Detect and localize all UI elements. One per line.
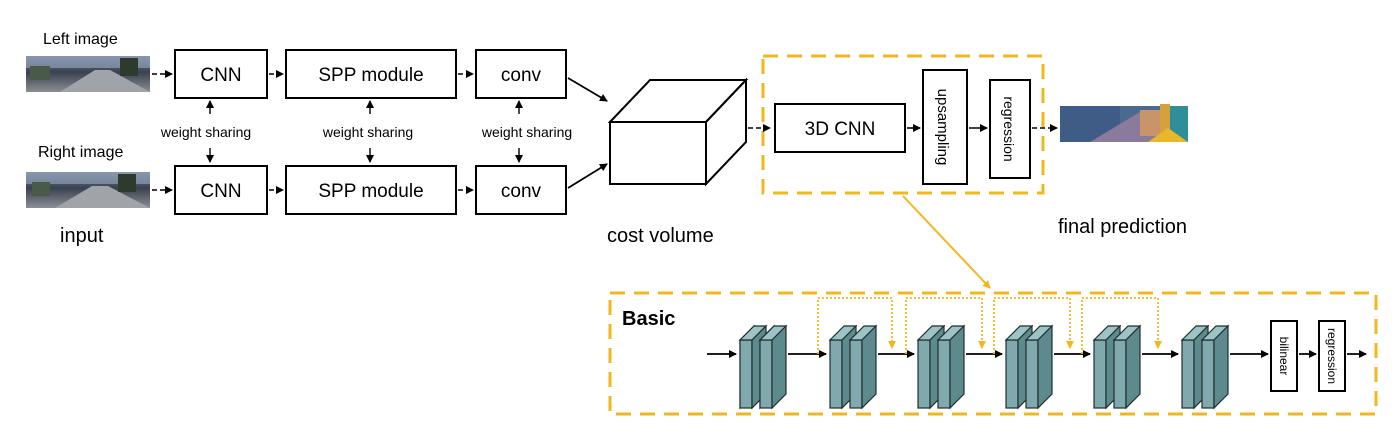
residual-skip-connections — [817, 297, 1162, 354]
cnn-box-bottom — [174, 165, 268, 215]
conv3d-layer-pair-1 — [738, 324, 788, 410]
regression-label: regression — [1001, 96, 1017, 161]
arrow-conv-top-to-cost-volume — [567, 77, 608, 102]
cost-volume-label: cost volume — [607, 225, 714, 247]
final-prediction-thumbnail — [1060, 104, 1188, 142]
bilinear-label: bilinear — [1277, 337, 1291, 376]
conv-box-top — [475, 49, 567, 99]
arrow-conv-bottom-to-cost-volume — [567, 163, 608, 189]
weight-sharing-label-conv: weight sharing — [481, 124, 572, 140]
cnn-label-bottom: CNN — [200, 181, 241, 202]
cnn-box-top — [174, 49, 268, 99]
basic-regression-box — [1318, 320, 1346, 392]
right-image-thumbnail — [26, 172, 150, 208]
basic-architecture-region — [608, 291, 1378, 416]
bilinear-box — [1270, 320, 1298, 392]
conv3d-layer-pair-4 — [1004, 324, 1054, 410]
basic-label: Basic — [622, 308, 675, 330]
left-image-label: Left image — [43, 31, 118, 48]
conv3d-layer-pair-2 — [828, 324, 878, 410]
final-prediction-label: final prediction — [1058, 216, 1187, 238]
conv-label-top: conv — [501, 65, 542, 86]
3d-cnn-box — [774, 103, 906, 153]
spp-label-bottom: SPP module — [318, 181, 423, 202]
left-image-thumbnail — [26, 56, 150, 92]
3d-cnn-label: 3D CNN — [805, 119, 876, 140]
spp-box-bottom — [285, 165, 457, 215]
weight-sharing-label-spp: weight sharing — [322, 124, 413, 140]
right-image-label: Right image — [38, 144, 123, 161]
upsampling-box — [922, 69, 968, 185]
upsampling-label: upsampling — [934, 89, 951, 166]
spp-label-top: SPP module — [318, 65, 423, 86]
cnn-label-top: CNN — [200, 65, 241, 86]
conv3d-layer-pair-6 — [1180, 324, 1230, 410]
regression-box — [989, 79, 1031, 179]
basic-regression-label: regression — [1325, 328, 1339, 384]
weight-sharing-label-cnn: weight sharing — [160, 124, 251, 140]
conv3d-layer-pair-5 — [1092, 324, 1142, 410]
conv-box-bottom — [475, 165, 567, 215]
cost-volume-cube — [607, 77, 749, 187]
arrow-expand-to-basic — [902, 195, 991, 289]
conv3d-layer-pair-3 — [916, 324, 966, 410]
stacked-3d-cnn-region — [761, 54, 1045, 195]
conv-label-bottom: conv — [501, 181, 542, 202]
input-label: input — [60, 225, 104, 247]
spp-box-top — [285, 49, 457, 99]
